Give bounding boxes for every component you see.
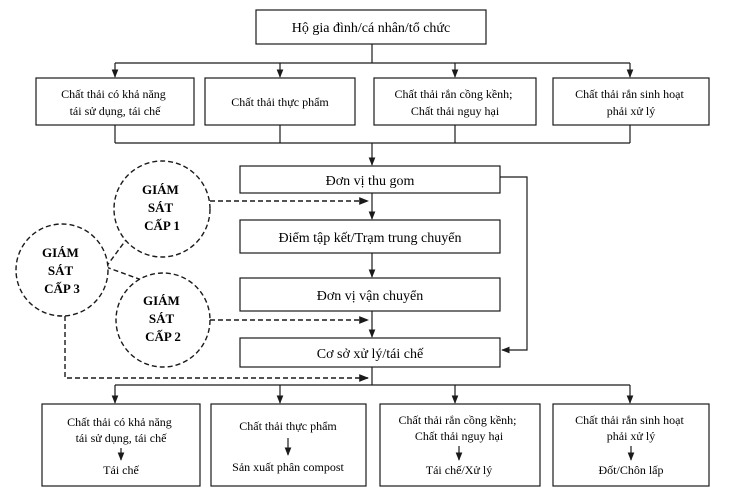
monitor-level-3-label: GIÁM SÁT CẤP 3 [42, 245, 82, 296]
monitor-level-1: GIÁM SÁT CẤP 1 [113, 160, 211, 258]
monitor-level-2-label: GIÁM SÁT CẤP 2 [143, 293, 183, 344]
monitor-level-2: GIÁM SÁT CẤP 2 [115, 272, 211, 368]
output-result-recycle-treat: Tái chế/Xử lý [426, 463, 492, 477]
process-label-transport: Đơn vị vận chuyển [317, 289, 424, 304]
category-box-recyclable [35, 77, 195, 126]
output-box-domestic [552, 403, 710, 487]
top-connectors [111, 44, 634, 78]
process-box-collection [239, 165, 501, 194]
category-box-bulky-hazardous [373, 77, 537, 126]
category-text-food: Chất thải thực phẩm [231, 95, 329, 109]
household-label: Hộ gia đình/cá nhân/tổ chức [292, 21, 450, 36]
household-box: Hộ gia đình/cá nhân/tổ chức [255, 9, 487, 45]
process-label-treatment: Cơ sở xử lý/tái chế [317, 347, 424, 362]
output-boxes: Chất thải có khả năng tái sử dụng, tái c… [41, 403, 710, 487]
process-box-transport [239, 277, 501, 312]
category-box-domestic [552, 77, 710, 126]
process-label-collection: Đơn vị thu gom [326, 174, 415, 189]
process-box-treatment [239, 337, 501, 368]
merge-connectors [114, 125, 631, 166]
output-result-compost: Sản xuất phân compost [232, 460, 344, 474]
category-text-recyclable: Chất thải có khả năng tái sử dụng, tái c… [61, 87, 169, 118]
monitor-level-3: GIÁM SÁT CẤP 3 [15, 223, 109, 317]
process-arrows [368, 176, 528, 354]
process-label-transfer: Điểm tập kết/Trạm trung chuyển [278, 231, 461, 246]
process-boxes: Đơn vị thu gom Điểm tập kết/Trạm trung c… [239, 165, 501, 368]
output-result-incinerate-landfill: Đốt/Chôn lấp [599, 463, 664, 477]
category-boxes: Chất thải có khả năng tái sử dụng, tái c… [35, 77, 710, 126]
category-text-domestic: Chất thải rắn sinh hoạt phải xử lý [575, 87, 687, 118]
category-box-food [204, 77, 356, 126]
output-box-bulky-hazardous [379, 403, 541, 487]
output-box-recyclable [41, 403, 201, 487]
output-result-recycle: Tái chế [103, 463, 139, 477]
output-text-bulky-hazardous: Chất thải rắn cồng kềnh; Chất thải nguy … [399, 413, 520, 443]
output-text-domestic: Chất thải rắn sinh hoạt phải xử lý [575, 413, 687, 443]
monitor-level-1-label: GIÁM SÁT CẤP 1 [142, 182, 182, 233]
output-text-recyclable: Chất thải có khả năng tái sử dụng, tái c… [67, 415, 175, 445]
output-text-food: Chất thải thực phẩm [239, 419, 337, 433]
output-connectors [111, 367, 634, 404]
category-text-bulky-hazardous: Chất thải rắn cồng kềnh; Chất thải nguy … [395, 87, 516, 118]
process-box-transfer [239, 219, 501, 254]
